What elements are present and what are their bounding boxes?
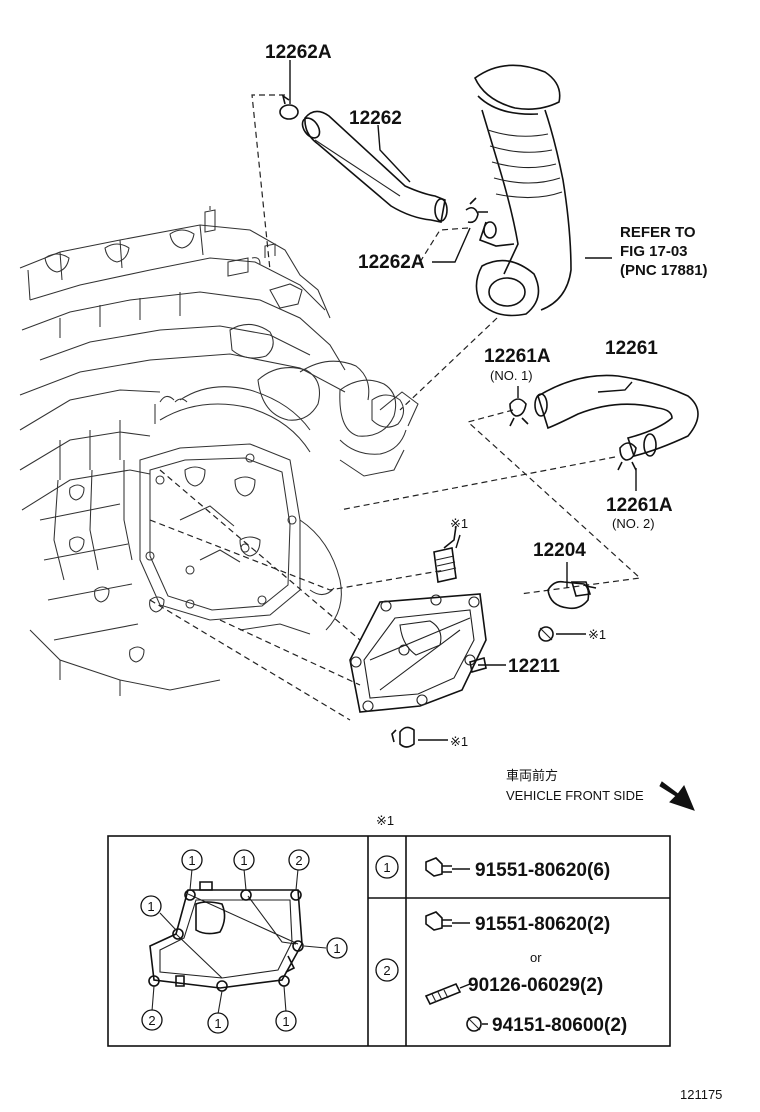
callout-12211: 12211 [508,656,560,677]
bolt[interactable] [391,726,415,748]
svg-text:2: 2 [295,853,302,868]
bolt-position-marker: 1 [140,895,162,917]
nut-icon [466,1016,482,1032]
cylinder-head-cover-12211[interactable] [349,593,487,713]
part-number-row2a: 91551-80620(2) [475,914,610,935]
stud-icon [424,982,462,1006]
direction-english: VEHICLE FRONT SIDE [506,788,644,803]
part-number-row2b: 90126-06029(2) [468,975,603,996]
front-direction-arrow-icon [659,781,695,811]
table-key-2: 2 [375,958,399,982]
svg-text:2: 2 [383,963,390,978]
hose-clamp-upper[interactable] [279,94,299,120]
svg-text:1: 1 [240,853,247,868]
callout-12262: 12262 [349,108,402,129]
table-key-1: 1 [375,855,399,879]
ventilation-hose-12262[interactable] [299,110,448,223]
pcv-valve-12204[interactable] [547,580,597,610]
bolt-position-marker: 1 [233,849,255,871]
direction-japanese: 車両前方 [506,768,558,783]
figure-id: 121175 [680,1087,722,1102]
bolt-position-marker: 1 [275,1010,297,1032]
svg-text:1: 1 [282,1014,289,1029]
refer-line-1: REFER TO [620,224,696,241]
svg-text:1: 1 [333,941,340,956]
mark-nut: ※1 [588,627,606,642]
assembly-dashed-lines [149,94,642,721]
bolt-table [107,835,671,1047]
table-mark: ※1 [376,813,394,828]
bolt-position-marker: 1 [326,937,348,959]
bolt-position-marker: 2 [141,1009,163,1031]
callout-12261a-no2: 12261A [606,495,673,516]
hose-clamp-no1[interactable] [509,398,529,427]
table-leaders [452,868,488,1025]
bolt-position-diagram [148,868,327,1015]
engine-block-illustration [19,206,419,696]
stud-bolt[interactable] [433,525,457,583]
bolt-position-marker: 1 [207,1012,229,1034]
callout-12262a-lower: 12262A [358,252,425,273]
bolt-position-marker: 1 [181,849,203,871]
or-label: or [530,950,542,965]
bolt-icon [425,911,452,931]
mark-bolt: ※1 [450,734,468,749]
svg-text:2: 2 [148,1013,155,1028]
ventilation-hose-12261[interactable] [534,374,699,457]
bolt-position-marker: 2 [288,849,310,871]
refer-line-3: (PNC 17881) [620,262,708,279]
callout-12261a-no1: 12261A [484,346,551,367]
svg-text:1: 1 [188,853,195,868]
callout-12204: 12204 [533,540,586,561]
svg-text:1: 1 [214,1016,221,1031]
air-intake-hose-reference[interactable] [474,64,572,317]
bolt-icon [425,857,452,877]
callout-12261: 12261 [605,338,658,359]
svg-text:1: 1 [383,860,390,875]
part-number-row2c: 94151-80600(2) [492,1015,627,1036]
part-number-row1: 91551-80620(6) [475,860,610,881]
hose-clamp-no2[interactable] [617,442,637,471]
callout-leaders [289,60,637,741]
hose-clamp-lower[interactable] [465,197,488,224]
callout-no1-note: (NO. 1) [490,368,533,383]
refer-line-2: FIG 17-03 [620,243,688,260]
callout-no2-note: (NO. 2) [612,516,655,531]
svg-text:1: 1 [147,899,154,914]
callout-12262a-upper: 12262A [265,42,332,63]
nut[interactable] [538,626,554,642]
mark-stud: ※1 [450,516,468,531]
